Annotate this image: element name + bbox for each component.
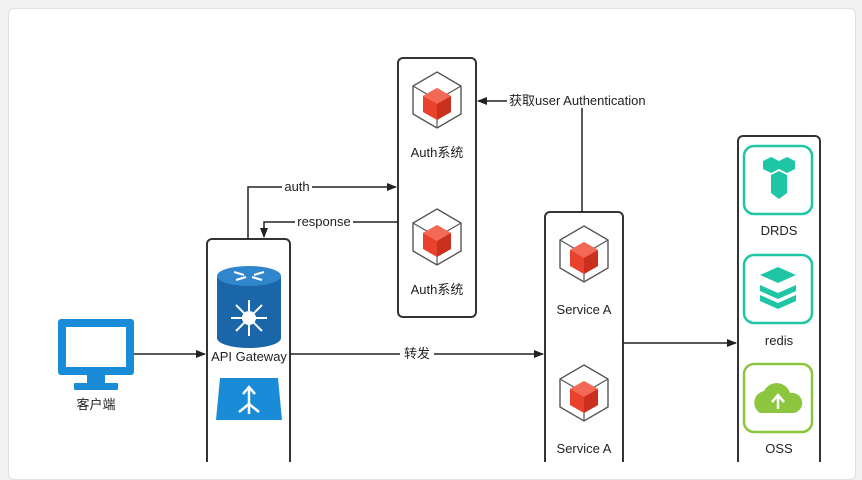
gateway-router-icon: [217, 266, 281, 348]
drds-icon: [742, 144, 814, 216]
edge-label-auth: auth: [284, 179, 309, 194]
edge-get-user: [477, 97, 583, 212]
auth-label-top: Auth系统: [411, 145, 464, 160]
service-label-bottom: Service A: [557, 441, 612, 456]
storage-group-box: [737, 135, 821, 462]
drds-label: DRDS: [761, 223, 798, 238]
redis-icon: [742, 253, 814, 325]
client-label: 客户端: [76, 397, 115, 412]
edge-label-forward: 转发: [404, 346, 430, 361]
auth-label-bottom: Auth系统: [411, 282, 464, 297]
gateway-label: API Gateway: [211, 349, 287, 364]
oss-icon: [742, 362, 814, 434]
edge-auth: [247, 183, 397, 239]
load-balancer-icon: [216, 378, 282, 420]
edge-label-get-user: 获取user Authentication: [509, 93, 646, 108]
service-group-box: [544, 211, 624, 462]
oss-label: OSS: [765, 441, 793, 456]
auth-group-box: [397, 57, 477, 318]
edge-response: [260, 221, 398, 238]
edge-label-response: response: [297, 214, 350, 229]
redis-label: redis: [765, 333, 794, 348]
monitor-icon: [58, 319, 134, 390]
architecture-diagram: 客户端 API Gateway Auth系统 Auth系统 Service A …: [58, 57, 821, 462]
service-label-top: Service A: [557, 302, 612, 317]
